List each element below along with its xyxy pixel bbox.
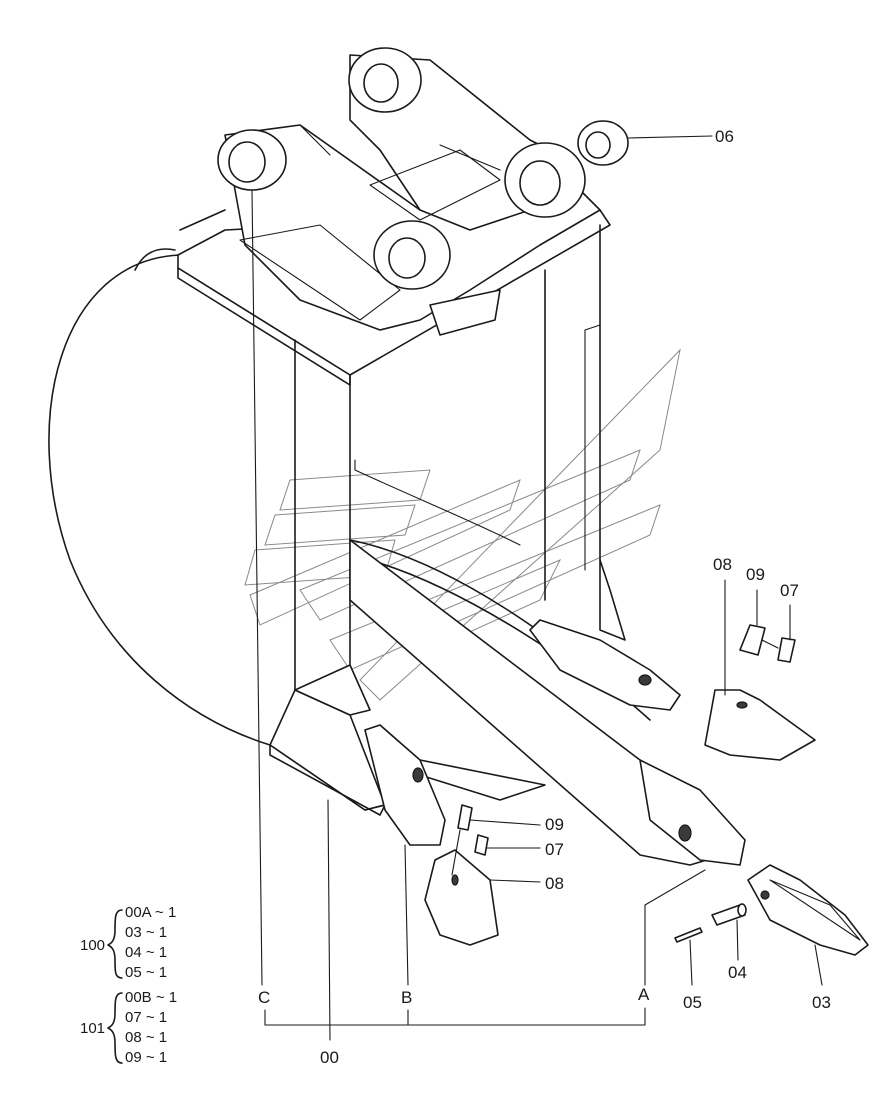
watermark-logo [244, 348, 681, 701]
lock-side-right [739, 624, 766, 656]
main-adapter [349, 539, 746, 866]
label-lock-side-right: 09 [746, 565, 765, 584]
side-adapter-right [529, 619, 681, 711]
tooth-side-right [704, 689, 816, 761]
pin-part [711, 903, 747, 926]
pin-small-right [777, 637, 796, 663]
kit-line: 00B ~ 1 [125, 989, 177, 1006]
bracket-assembly [217, 47, 601, 336]
kit-line: 09 ~ 1 [125, 1049, 167, 1066]
kit-line: 00A ~ 1 [125, 904, 176, 921]
label-ring: 06 [715, 127, 734, 146]
label-tooth-side-right: 08 [713, 555, 732, 574]
lock-side-bottom [457, 804, 473, 831]
side-adapter-left [364, 724, 446, 846]
kit-line: 07 ~ 1 [125, 1009, 167, 1026]
section-label-a: A [638, 985, 650, 1004]
label-lock: 05 [683, 993, 702, 1012]
tooth-side-bottom [424, 849, 499, 946]
pin-small-bottom [474, 834, 489, 856]
label-pin: 04 [728, 963, 747, 982]
section-label-c: C [258, 988, 270, 1007]
kit-100: 100 00A ~ 1 03 ~ 1 04 ~ 1 05 ~ 1 [80, 904, 176, 981]
section-label-b: B [401, 988, 412, 1007]
kit-line: 04 ~ 1 [125, 944, 167, 961]
label-pin-small-bottom: 07 [545, 840, 564, 859]
leader-lines [251, 189, 823, 1041]
label-tooth-side-bottom: 08 [545, 874, 564, 893]
label-lock-side-bottom: 09 [545, 815, 564, 834]
kit-line: 05 ~ 1 [125, 964, 167, 981]
tooth-main [747, 864, 869, 956]
kit-number: 101 [80, 1020, 105, 1037]
kit-101: 101 00B ~ 1 07 ~ 1 08 ~ 1 09 ~ 1 [80, 989, 177, 1066]
kit-line: 08 ~ 1 [125, 1029, 167, 1046]
label-pin-small-right: 07 [780, 581, 799, 600]
label-bucket: 00 [320, 1048, 339, 1067]
label-tooth-main: 03 [812, 993, 831, 1012]
ring-part [577, 120, 713, 166]
kit-number: 100 [80, 937, 105, 954]
kit-line: 03 ~ 1 [125, 924, 167, 941]
lock-part [674, 927, 703, 943]
